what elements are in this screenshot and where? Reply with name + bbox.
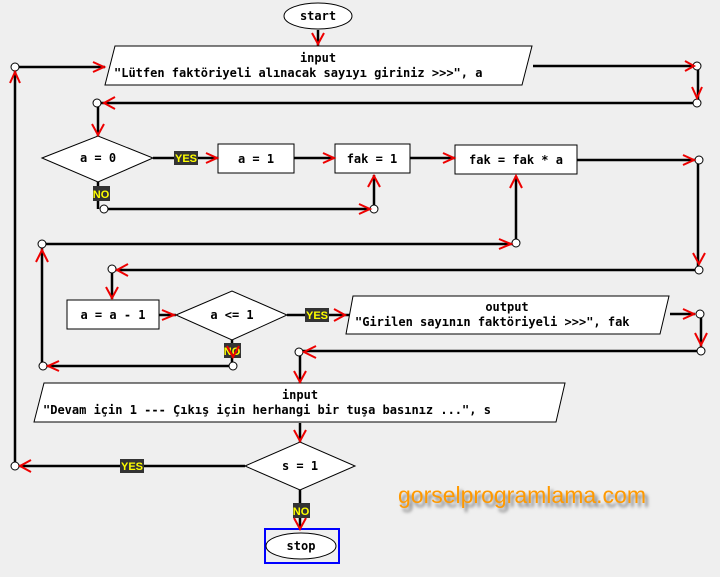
start-terminal[interactable]: start — [283, 2, 353, 30]
process-fak-equals-1[interactable]: fak = 1 — [334, 143, 411, 174]
output-box[interactable]: output "Girilen sayının faktöriyeli >>>"… — [345, 295, 670, 335]
process-text: fak = 1 — [347, 152, 398, 166]
arrow-left-icon — [301, 345, 317, 359]
stop-terminal[interactable]: stop — [264, 528, 340, 564]
arrow-right-icon — [161, 309, 177, 321]
process-a-equals-1[interactable]: a = 1 — [217, 143, 295, 174]
output-text: "Girilen sayının faktöriyeli >>>", fak — [355, 315, 630, 329]
connectors — [13, 30, 703, 530]
arrow-down-icon — [293, 429, 307, 444]
input-keyword: input — [300, 51, 336, 65]
input-prompt-text: "Devam için 1 --- Çıkış için herhangi bi… — [43, 403, 491, 417]
svg-text:NO: NO — [93, 189, 110, 201]
process-text: fak = fak * a — [469, 153, 563, 167]
arrow-down-icon — [311, 32, 325, 47]
junction-node — [228, 361, 238, 371]
arrow-left-icon — [101, 96, 116, 110]
junction-node — [511, 238, 521, 248]
junction-node — [99, 204, 109, 214]
decision-a-equals-0[interactable]: a = 0 — [40, 135, 155, 183]
process-a-decrement[interactable]: a = a - 1 — [66, 299, 160, 330]
decision-a-le-1[interactable]: a <= 1 — [174, 290, 289, 341]
no-label-a0: NO — [93, 186, 110, 201]
selection-box — [264, 528, 340, 564]
svg-text:YES: YES — [121, 461, 143, 473]
arrow-right-icon — [682, 308, 697, 320]
arrow-right-icon — [92, 61, 107, 73]
arrow-left-icon — [114, 263, 129, 277]
arrow-down-icon — [226, 345, 240, 360]
process-fak-multiply[interactable]: fak = fak * a — [454, 144, 578, 175]
svg-text:YES: YES — [175, 153, 197, 165]
arrow-right-icon — [322, 152, 337, 164]
arrow-left-icon — [17, 459, 32, 473]
input-box-1[interactable]: input "Lütfen faktöriyeli alınacak sayıy… — [104, 45, 533, 86]
arrow-down-icon — [692, 252, 706, 267]
arrow-right-icon — [682, 154, 697, 166]
process-text: a = a - 1 — [80, 308, 145, 322]
svg-text:YES: YES — [306, 310, 328, 322]
junction-node — [92, 98, 102, 108]
arrow-left-icon — [45, 360, 60, 372]
arrow-down-icon — [694, 332, 708, 348]
decision-condition: s = 1 — [282, 459, 318, 473]
yes-label-a0: YES — [174, 151, 198, 165]
process-text: a = 1 — [238, 152, 274, 166]
start-label: start — [300, 9, 336, 23]
arrow-down-icon — [691, 86, 703, 101]
no-label-s1: NO — [293, 503, 310, 518]
arrow-up-icon — [509, 173, 523, 189]
decision-condition: a <= 1 — [210, 308, 253, 322]
junctions — [10, 61, 706, 471]
arrow-down-icon — [105, 286, 119, 301]
arrow-right-icon — [358, 203, 373, 215]
arrow-right-icon — [684, 60, 697, 72]
yes-label-s1: YES — [120, 459, 144, 473]
stop-label: stop — [287, 539, 316, 553]
arrow-right-icon — [205, 152, 220, 164]
junction-node — [694, 265, 704, 275]
arrow-right-icon — [333, 308, 348, 322]
input-prompt-text: "Lütfen faktöriyeli alınacak sayıyı giri… — [114, 66, 482, 80]
arrow-up-icon — [35, 247, 49, 263]
junction-node — [37, 239, 47, 249]
junction-node — [107, 264, 117, 274]
arrow-down-icon — [293, 370, 307, 385]
input-keyword: input — [282, 388, 318, 402]
arrow-up-icon — [367, 173, 381, 188]
junction-node — [695, 309, 705, 319]
decision-condition: a = 0 — [80, 151, 116, 165]
svg-text:NO: NO — [293, 506, 310, 518]
yes-label-ale1: YES — [305, 308, 329, 322]
junction-node — [10, 461, 20, 471]
arrow-right-icon — [498, 238, 514, 250]
arrow-right-icon — [442, 152, 457, 164]
watermark: gorselprogramlama.com — [398, 482, 646, 508]
arrow-down-icon — [293, 517, 307, 532]
junction-node — [696, 346, 706, 356]
input-box-2[interactable]: input "Devam için 1 --- Çıkış için herha… — [33, 382, 566, 423]
arrowheads — [9, 32, 708, 532]
arrow-up-icon — [9, 69, 21, 84]
output-keyword: output — [485, 300, 528, 314]
arrow-down-icon — [91, 123, 105, 138]
decision-s-equals-1[interactable]: s = 1 — [243, 441, 357, 491]
